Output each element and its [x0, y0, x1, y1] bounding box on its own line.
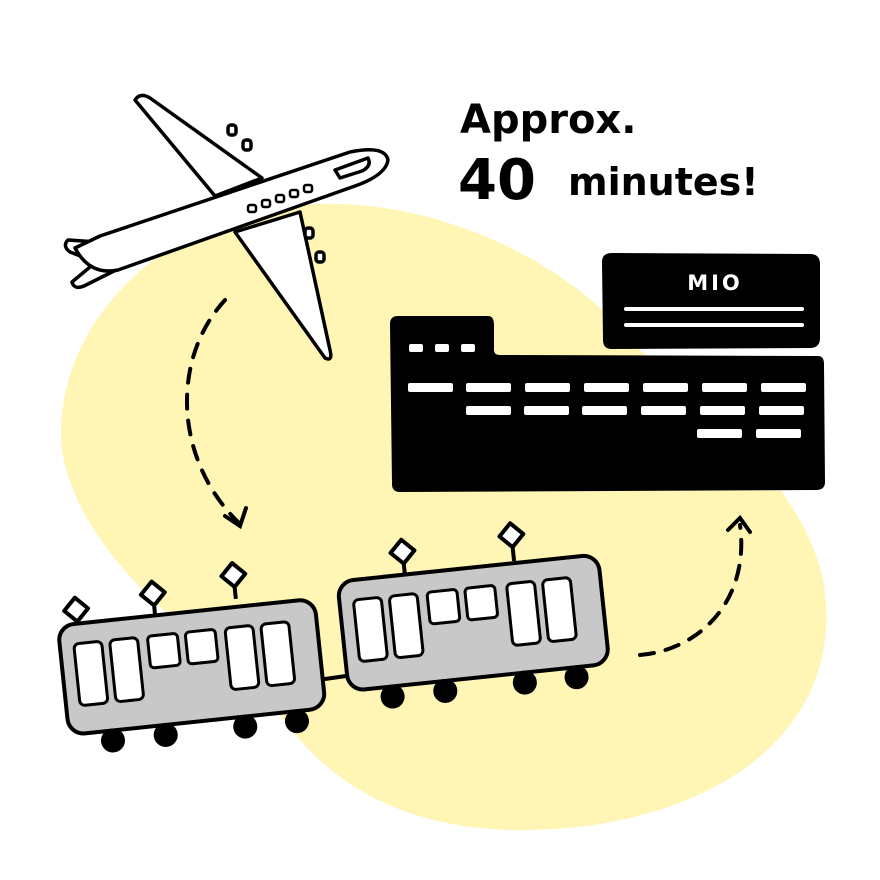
headline-number: 40: [458, 148, 536, 213]
headline-approx: Approx.: [460, 97, 636, 143]
route-arrow-train-to-city: [638, 514, 752, 657]
city-building-icon: MIO: [390, 253, 825, 492]
route-arrow-plane-to-train: [185, 298, 248, 530]
building-sign-label: MIO: [687, 271, 743, 295]
airplane-icon: [63, 93, 390, 361]
train-icon: [57, 521, 610, 753]
headline-unit: minutes!: [568, 160, 759, 204]
